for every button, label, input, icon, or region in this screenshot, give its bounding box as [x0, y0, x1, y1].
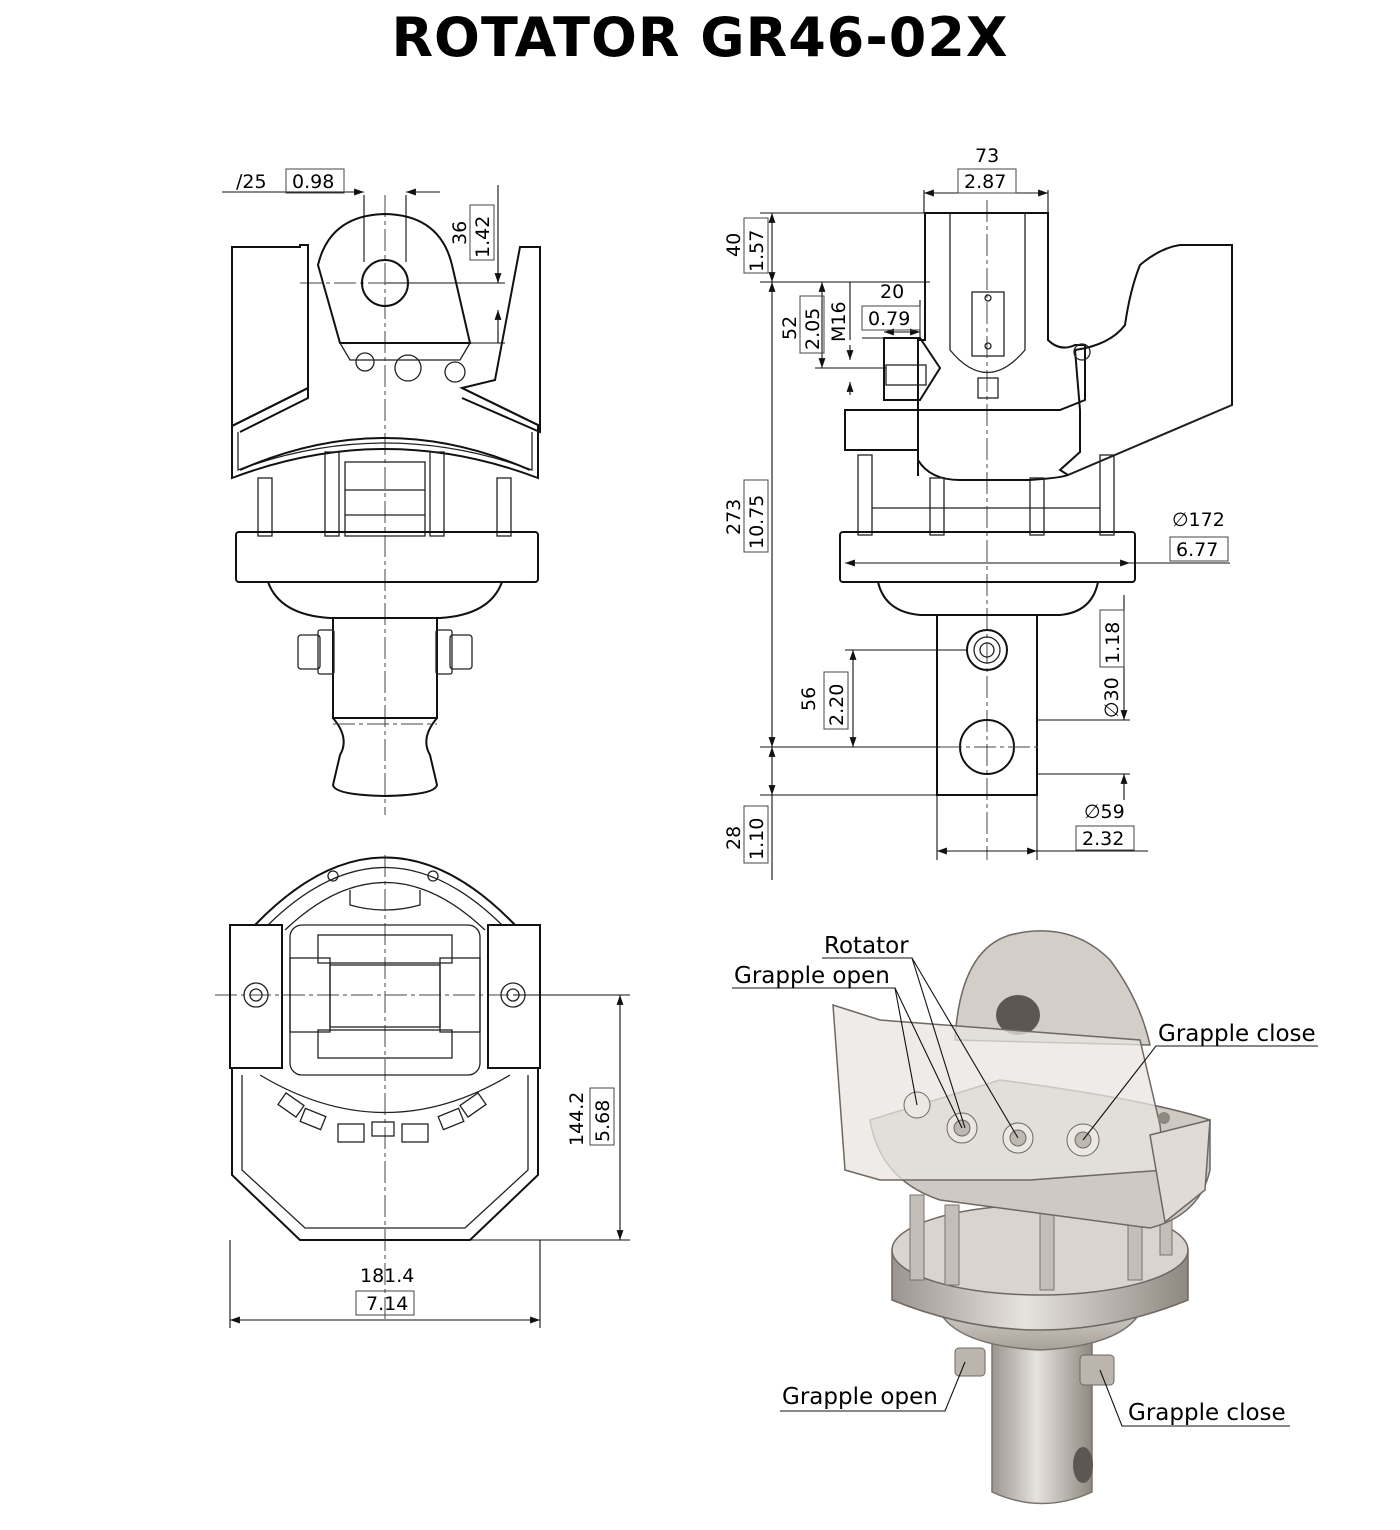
dim-flange-dia: ∅172 [1172, 509, 1225, 531]
drawing-title: ROTATOR GR46-02X [391, 6, 1009, 69]
dim-top-width: 73 [975, 145, 999, 167]
label-rotator: Rotator [824, 933, 909, 959]
port-fittings [277, 1092, 487, 1143]
dim-port-offset: 52 [779, 316, 801, 340]
dim-shaft-end: 28 [723, 826, 745, 850]
dim-total-height-in: 10.75 [746, 495, 768, 549]
dim-hole-dia: ∅30 [1101, 677, 1123, 718]
top-view [215, 855, 545, 1320]
front-view [231, 195, 541, 815]
dim-hole-dia-in: 1.18 [1102, 622, 1124, 664]
dim-top-width-in: 2.87 [964, 171, 1006, 193]
rotator-3d-render [832, 930, 1211, 1505]
dim-m16: M16 [828, 301, 850, 342]
dim-top-height-in: 1.57 [746, 230, 768, 272]
dim-port-depth-in: 0.79 [868, 308, 910, 330]
dim-pin-height-in: 1.42 [472, 216, 494, 258]
dim-port-depth: 20 [880, 281, 904, 303]
dim-hole-dist-in: 2.20 [826, 684, 848, 726]
front-view-dimensions: ∕25 0.98 36 1.42 [222, 168, 505, 344]
dim-pin-dia: ∕25 [236, 171, 267, 193]
dim-hole-dist: 56 [798, 687, 820, 711]
dim-port-offset-in: 2.05 [802, 308, 824, 350]
dim-top-height: 40 [723, 233, 745, 257]
dim-total-height: 273 [723, 499, 745, 535]
dim-bottom-width-in: 7.14 [366, 1293, 408, 1315]
dim-pin-height: 36 [449, 221, 471, 245]
label-grapple-close-bottom: Grapple close [1128, 1400, 1286, 1426]
side-view-dimensions: 73 2.87 40 1.57 273 10.75 28 1.10 52 2.0… [723, 145, 1230, 880]
top-view-dimensions: 144.2 5.68 181.4 7.14 [229, 994, 630, 1328]
dim-pin-dia-in: 0.98 [292, 171, 334, 193]
dim-bottom-width: 181.4 [360, 1265, 414, 1287]
dim-shaft-end-in: 1.10 [746, 818, 768, 860]
dim-shaft-dia-in: 2.32 [1082, 828, 1124, 850]
dim-shaft-dia: ∅59 [1084, 801, 1125, 823]
dim-bottom-height-in: 5.68 [592, 1100, 614, 1142]
label-grapple-open-top: Grapple open [734, 963, 890, 989]
label-grapple-open-bottom: Grapple open [782, 1384, 938, 1410]
label-grapple-close-top: Grapple close [1158, 1021, 1316, 1047]
dim-flange-dia-in: 6.77 [1176, 539, 1218, 561]
callouts: Rotator Grapple open Grapple close Grapp… [732, 933, 1318, 1427]
dim-bottom-height: 144.2 [566, 1092, 588, 1146]
